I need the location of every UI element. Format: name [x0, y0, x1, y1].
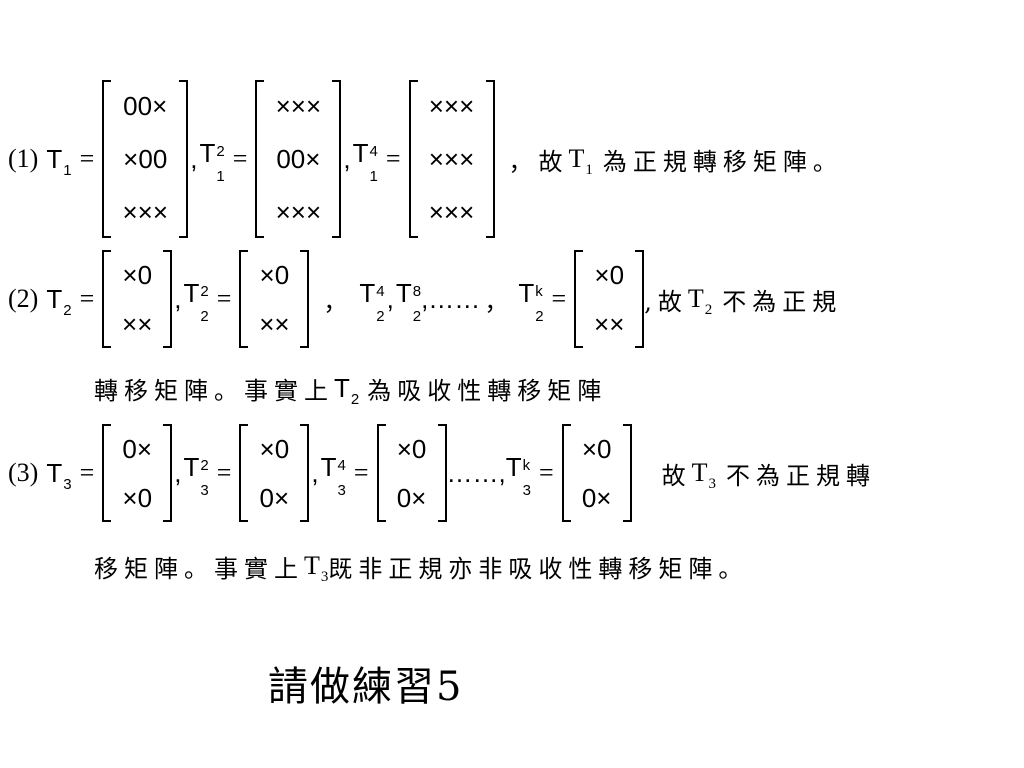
matrix-T1: 00× ×00 ×××: [102, 80, 189, 238]
equals-sign: =: [538, 458, 554, 487]
equals-sign: =: [551, 284, 567, 313]
matrix-T1-squared: ××× 00× ×××: [255, 80, 342, 238]
ellipsis: ,……: [421, 283, 481, 314]
matrix-row: ××: [594, 308, 625, 339]
matrix-row: ×0: [396, 433, 427, 464]
conclusion-text: ,故: [644, 287, 688, 316]
matrix-T2-k: ×0 ××: [574, 250, 645, 348]
matrix-row: 0×: [396, 482, 427, 513]
equals-sign: =: [232, 144, 248, 173]
item-label-3: (3): [8, 458, 39, 487]
equals-sign: =: [385, 144, 401, 173]
matrix-T1-fourth: ××× ××× ×××: [408, 80, 495, 238]
matrix-row: ×00: [123, 143, 168, 174]
item-label-2: (2): [8, 284, 39, 313]
matrix-row: 0×: [581, 482, 612, 513]
equals-sign: =: [353, 458, 369, 487]
equals-sign: =: [79, 458, 95, 487]
matrix-row: ×××: [428, 196, 475, 227]
matrix-row: ×0: [259, 433, 290, 464]
matrix-row: ××: [122, 308, 153, 339]
matrix-row: 0×: [259, 482, 290, 513]
conclusion-text: 不為正規轉: [726, 461, 877, 490]
matrix-row: ×××: [275, 91, 322, 122]
ellipsis: ……,: [446, 457, 506, 488]
matrix-row: ×0: [581, 433, 612, 464]
matrix-row: ×××: [428, 91, 475, 122]
matrix-row: ×××: [122, 196, 169, 227]
equals-sign: =: [216, 458, 232, 487]
matrix-row: ×0: [594, 259, 625, 290]
comma-cjk: ，: [323, 287, 354, 316]
matrix-row: ×0: [122, 259, 153, 290]
comma-cjk: ，: [484, 287, 515, 316]
equals-sign: =: [216, 284, 232, 313]
matrix-T3-fourth: ×0 0×: [376, 424, 447, 522]
continuation-text: 為吸收性轉移矩陣: [367, 376, 608, 405]
continuation-text: 移矩陣。事實上: [94, 554, 304, 583]
conclusion-text: 為正規轉移矩陣。: [602, 147, 843, 176]
matrix-row: ×××: [275, 196, 322, 227]
matrix-row: ×0: [259, 259, 290, 290]
matrix-T2-squared: ×0 ××: [239, 250, 310, 348]
comma-cjk: ，: [508, 147, 539, 176]
exercise-prompt: 請做練習5: [268, 664, 464, 710]
equals-sign: =: [79, 144, 95, 173]
conclusion-text: 不為正規: [722, 287, 843, 316]
matrix-row: 00×: [276, 143, 321, 174]
matrix-row: ×0: [122, 482, 153, 513]
matrix-T3-squared: ×0 0×: [239, 424, 310, 522]
matrix-row: 0×: [122, 433, 153, 464]
matrix-row: ×××: [428, 143, 475, 174]
conclusion-text: 故: [538, 147, 569, 176]
conclusion-text: 故: [661, 461, 692, 490]
matrix-T2: ×0 ××: [102, 250, 173, 348]
matrix-row: 00×: [123, 91, 168, 122]
continuation-text: 轉移矩陣。事實上: [94, 376, 334, 405]
item-label-1: (1): [8, 144, 39, 173]
equals-sign: =: [79, 284, 95, 313]
matrix-T3: 0× ×0: [102, 424, 173, 522]
matrix-row: ××: [259, 308, 290, 339]
continuation-text: 既非正規亦非吸收性轉移矩陣。: [328, 554, 749, 583]
matrix-T3-k: ×0 0×: [561, 424, 632, 522]
